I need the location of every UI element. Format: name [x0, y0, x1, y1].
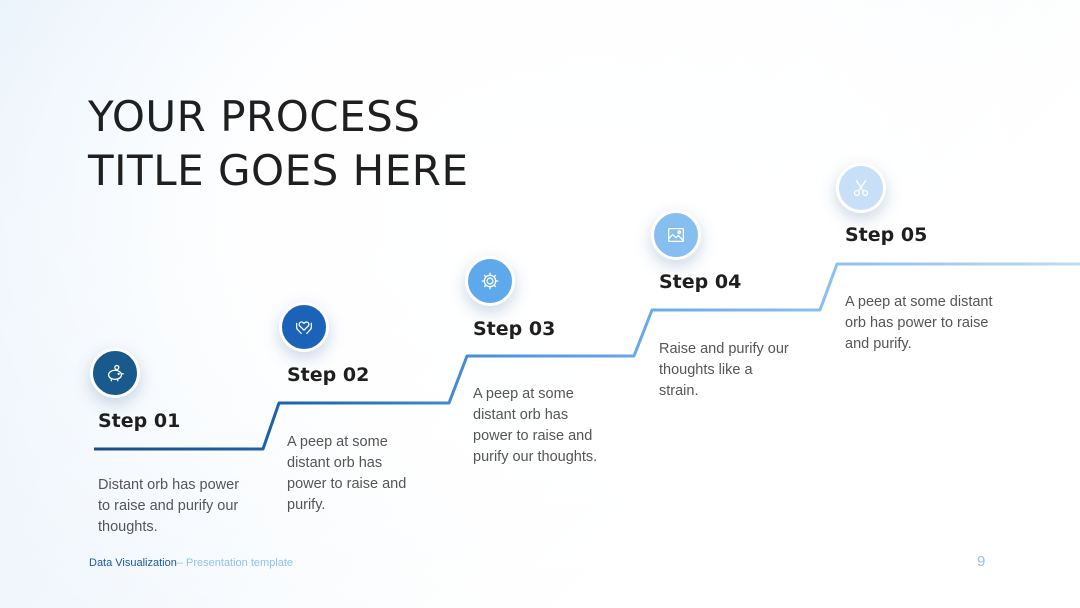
page-number: 9	[977, 553, 986, 570]
step-4-title: Step 04	[659, 271, 742, 293]
heart-hand-icon	[296, 321, 312, 335]
footer-brand: Data Visualization	[89, 557, 177, 569]
step-5-title: Step 05	[845, 224, 928, 246]
scissors-icon	[853, 180, 869, 197]
step-3-icon-badge	[465, 256, 515, 306]
step-2-icon-badge	[279, 302, 329, 352]
step-5-icon-badge	[836, 163, 886, 213]
gear-icon	[481, 272, 499, 290]
step-1-icon-badge	[90, 348, 140, 398]
step-1-description: Distant orb has power to raise and purif…	[98, 477, 240, 535]
step-4-description: Raise and purify our thoughts like a str…	[659, 341, 789, 399]
step-2-title: Step 02	[287, 364, 370, 386]
step-3-description: A peep at some distant orb has power to …	[473, 386, 598, 465]
step-2-description: A peep at some distant orb has power to …	[287, 434, 407, 513]
slide-title-line-1: YOUR PROCESS	[88, 92, 421, 141]
step-1-title: Step 01	[98, 410, 181, 432]
footer-caption: Data Visualization– Presentation templat…	[89, 557, 293, 569]
step-3-title: Step 03	[473, 318, 556, 340]
piggy-bank-icon	[107, 364, 124, 382]
footer-subtitle: – Presentation template	[176, 557, 294, 569]
picture-icon	[668, 227, 684, 243]
slide-title: YOUR PROCESS TITLE GOES HERE	[88, 90, 468, 198]
step-4-icon-badge	[651, 210, 701, 260]
slide-title-line-2: TITLE GOES HERE	[88, 146, 469, 195]
step-5-description: A peep at some distant orb has power to …	[845, 294, 993, 352]
